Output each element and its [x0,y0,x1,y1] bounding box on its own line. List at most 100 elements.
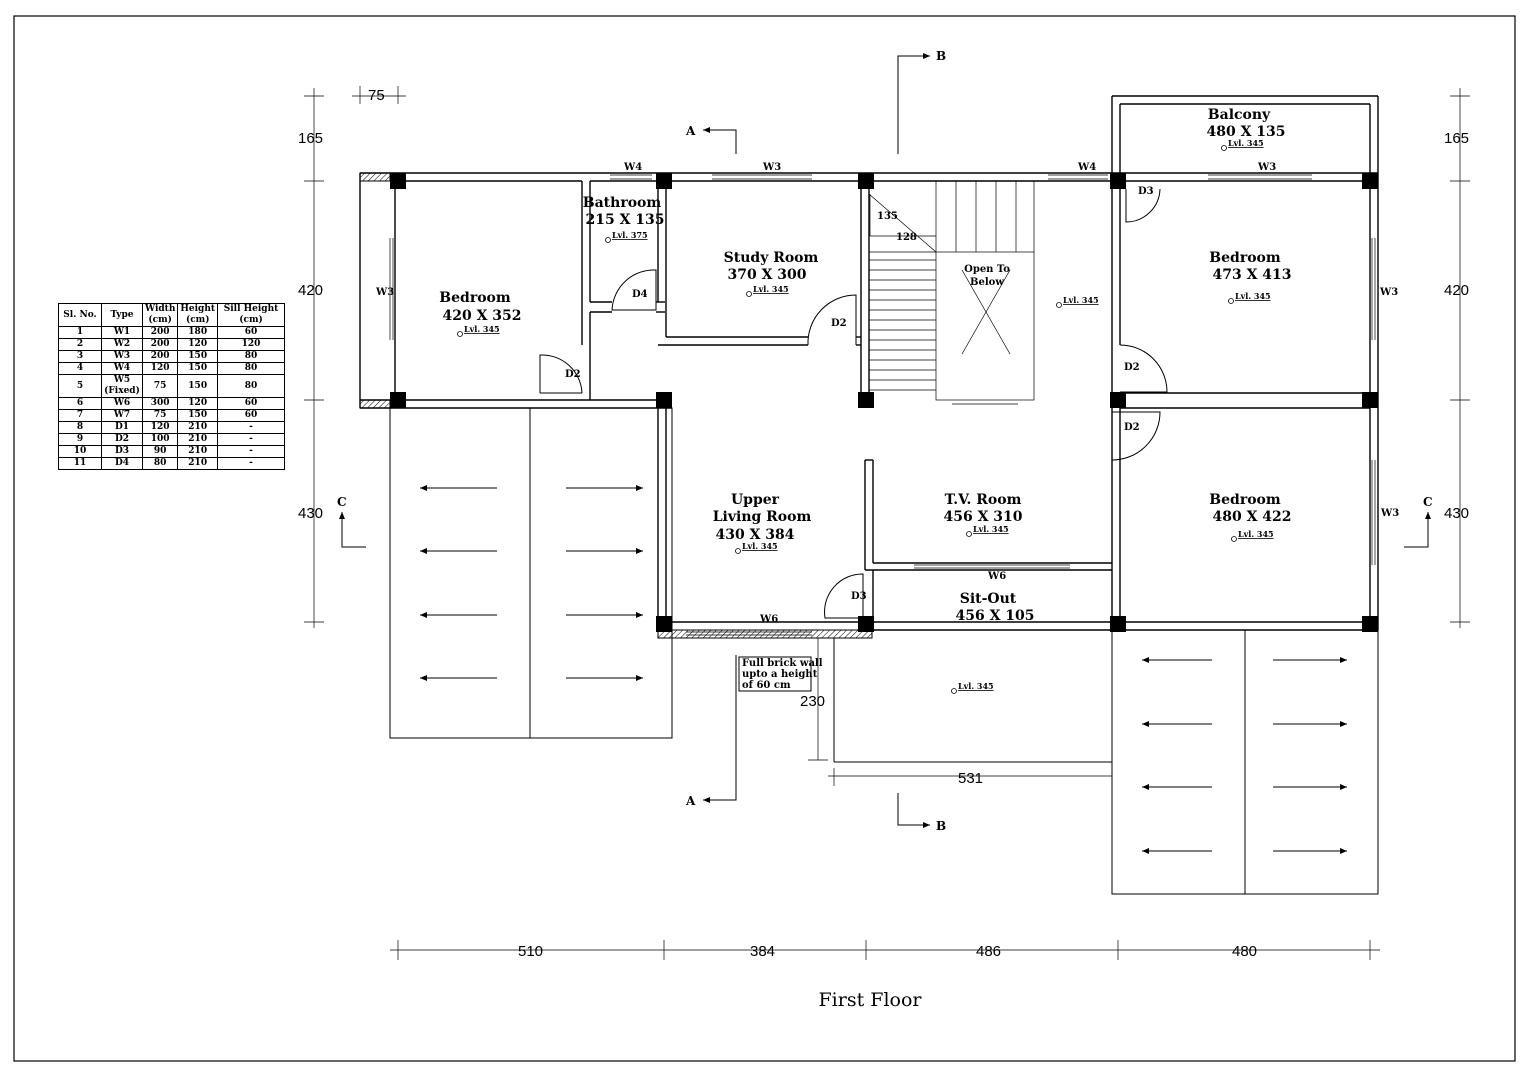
study-name: Study Room [724,250,819,266]
svg-text:D2: D2 [1124,422,1140,433]
svg-text:W4: W4 [1077,162,1096,173]
bathroom-size: 215 X 135 [585,212,664,228]
table-cell: W1 [101,326,143,339]
living-line-2: Living Room [713,509,812,525]
sitout-size: 456 X 105 [955,608,1034,624]
dim-left-mid: 420 [298,282,323,299]
drawing-title: First Floor [819,989,923,1011]
svg-text:W3: W3 [1379,287,1398,298]
open-below-line-1: Open To [964,264,1010,275]
dim-sitout-depth: 230 [800,693,825,710]
svg-text:D2: D2 [565,369,581,380]
bedroom-right-top-size: 473 X 413 [1212,267,1291,283]
table-cell: 210 [177,457,219,470]
svg-text:Lvl. 345: Lvl. 345 [1228,138,1264,148]
opening-tags: W4 W3 W4 W3 W3 W3 W3 W6 W6 D2 D4 D2 D3 D… [375,162,1399,625]
bedroom-right-bottom-size: 480 X 422 [1212,509,1291,525]
svg-text:Lvl. 345: Lvl. 345 [753,284,789,294]
table-cell: W6 [101,397,143,410]
svg-text:W3: W3 [1380,508,1399,519]
table-cell: 60 [217,326,286,339]
svg-text:Lvl. 345: Lvl. 345 [1063,295,1099,305]
dim-bottom-4: 480 [1232,943,1257,960]
table-cell: 80 [217,350,286,363]
table-cell: 4 [58,362,102,375]
svg-text:Lvl. 375: Lvl. 375 [612,230,648,240]
level-markers: Lvl. 345 Lvl. 375 Lvl. 345 Lvl. 345 Lvl.… [457,138,1274,694]
table-cell: 180 [177,326,219,339]
table-cell: W2 [101,338,143,351]
svg-text:W3: W3 [375,287,394,298]
table-cell: - [217,457,286,470]
table-cell: 7 [58,409,102,422]
table-cell: 11 [58,457,102,470]
table-cell: - [217,433,286,446]
table-cell: W5 (Fixed) [101,374,143,398]
doors [539,188,1168,619]
dim-right-top: 165 [1444,130,1469,147]
bathroom-name: Bathroom [583,195,662,211]
section-c-left: C [337,495,347,509]
table-cell: - [217,445,286,458]
section-lines [339,53,1431,828]
svg-text:D2: D2 [831,318,847,329]
dim-sitout-width: 531 [958,770,983,787]
table-cell: 150 [177,350,219,363]
living-size: 430 X 384 [715,527,794,543]
table-cell: 200 [141,326,179,339]
svg-text:Lvl. 345: Lvl. 345 [1238,529,1274,539]
table-cell: - [217,421,286,434]
svg-text:Lvl. 345: Lvl. 345 [742,541,778,551]
dimension-lines [304,86,1470,960]
table-cell: 10 [58,445,102,458]
sheet-border [13,15,1516,1062]
table-cell: 120 [217,338,286,351]
opening-schedule-table: Sl. No. Type Width (cm) Height (cm) Sill… [58,303,286,470]
living-line-1: Upper [731,492,780,508]
staircase [868,181,1035,405]
parking-areas [389,407,1379,895]
note-box [738,656,812,692]
open-below-line-2: Below [970,277,1004,288]
dim-left-top: 165 [298,130,323,147]
svg-text:Lvl. 345: Lvl. 345 [1235,291,1271,301]
columns [390,173,1378,632]
bedroom-right-bottom-name: Bedroom [1209,492,1281,508]
table-cell: 5 [58,374,102,398]
dim-right-bot: 430 [1444,505,1469,522]
col-header: Sl. No. [58,303,102,327]
table-cell: D1 [101,421,143,434]
section-a-top: A [685,124,696,138]
table-cell: 200 [141,350,179,363]
schedule-header-row: Sl. No. Type Width (cm) Height (cm) Sill… [58,303,286,327]
sitout-name: Sit-Out [960,591,1017,607]
dim-bottom-3: 486 [976,943,1001,960]
table-cell: 120 [177,338,219,351]
table-cell: 60 [217,409,286,422]
col-header: Type [101,303,143,327]
table-cell: 3 [58,350,102,363]
balcony-name: Balcony [1208,107,1271,123]
table-cell: D4 [101,457,143,470]
col-header: Height (cm) [177,303,219,327]
tv-room-size: 456 X 310 [943,509,1022,525]
table-cell: 2 [58,338,102,351]
table-cell: 150 [177,409,219,422]
svg-text:128: 128 [896,232,917,243]
table-cell: W4 [101,362,143,375]
svg-text:Lvl. 345: Lvl. 345 [464,324,500,334]
table-cell: 1 [58,326,102,339]
bedroom-left-size: 420 X 352 [442,308,521,324]
table-cell: 80 [141,457,179,470]
dim-right-mid: 420 [1444,282,1469,299]
table-cell: 120 [177,397,219,410]
